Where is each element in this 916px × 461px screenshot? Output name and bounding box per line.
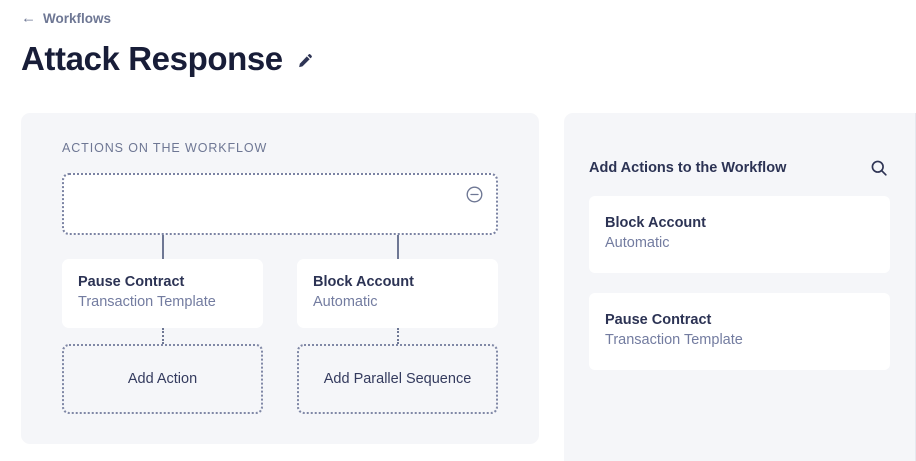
connector-line-dotted: [396, 328, 399, 345]
breadcrumb-back-workflows[interactable]: ← Workflows: [21, 11, 111, 26]
action-card-title: Pause Contract: [78, 274, 185, 290]
branch-column: Pause Contract Transaction Template Add …: [62, 235, 263, 415]
library-card-subtitle: Automatic: [605, 234, 670, 251]
workflow-action-card[interactable]: Block Account Automatic: [297, 259, 498, 329]
back-arrow-icon: ←: [21, 9, 36, 27]
add-parallel-sequence-button[interactable]: Add Parallel Sequence: [297, 344, 498, 415]
action-card-subtitle: Automatic: [313, 293, 378, 310]
action-card-subtitle: Transaction Template: [78, 293, 216, 310]
library-card-subtitle: Transaction Template: [605, 331, 743, 348]
add-action-button[interactable]: Add Action: [62, 344, 263, 415]
pencil-icon[interactable]: [295, 51, 315, 71]
branch-columns: Pause Contract Transaction Template Add …: [62, 235, 498, 415]
library-card-title: Block Account: [605, 215, 706, 231]
canvas-eyebrow-label: ACTIONS ON THE WORKFLOW: [62, 141, 268, 155]
branch-column: Block Account Automatic Add Parallel Seq…: [297, 235, 498, 415]
title-row: Attack Response: [21, 40, 916, 77]
trigger-drop-slot[interactable]: [62, 173, 498, 235]
connector-line-solid: [396, 235, 399, 259]
breadcrumb-label: Workflows: [43, 10, 112, 26]
action-library-panel: Add Actions to the Workflow Block Accoun…: [564, 113, 916, 461]
workflow-flow-graph: Pause Contract Transaction Template Add …: [41, 173, 519, 415]
panels-row: ACTIONS ON THE WORKFLOW Pause Contract T…: [0, 113, 916, 461]
connector-line-dotted: [161, 328, 164, 345]
library-card-title: Pause Contract: [605, 312, 712, 329]
action-card-title: Block Account: [313, 274, 414, 290]
library-title: Add Actions to the Workflow: [589, 160, 787, 176]
library-header: Add Actions to the Workflow: [589, 157, 890, 179]
search-icon[interactable]: [868, 157, 890, 179]
page-title: Attack Response: [21, 40, 283, 77]
page-header: ← Workflows Attack Response: [0, 0, 916, 77]
minus-circle-icon[interactable]: [465, 185, 484, 204]
workflow-action-card[interactable]: Pause Contract Transaction Template: [62, 259, 263, 329]
workflow-canvas-panel: ACTIONS ON THE WORKFLOW Pause Contract T…: [21, 113, 539, 444]
library-action-card[interactable]: Pause Contract Transaction Template: [589, 293, 890, 371]
library-action-card[interactable]: Block Account Automatic: [589, 196, 890, 274]
connector-line-solid: [161, 235, 164, 259]
